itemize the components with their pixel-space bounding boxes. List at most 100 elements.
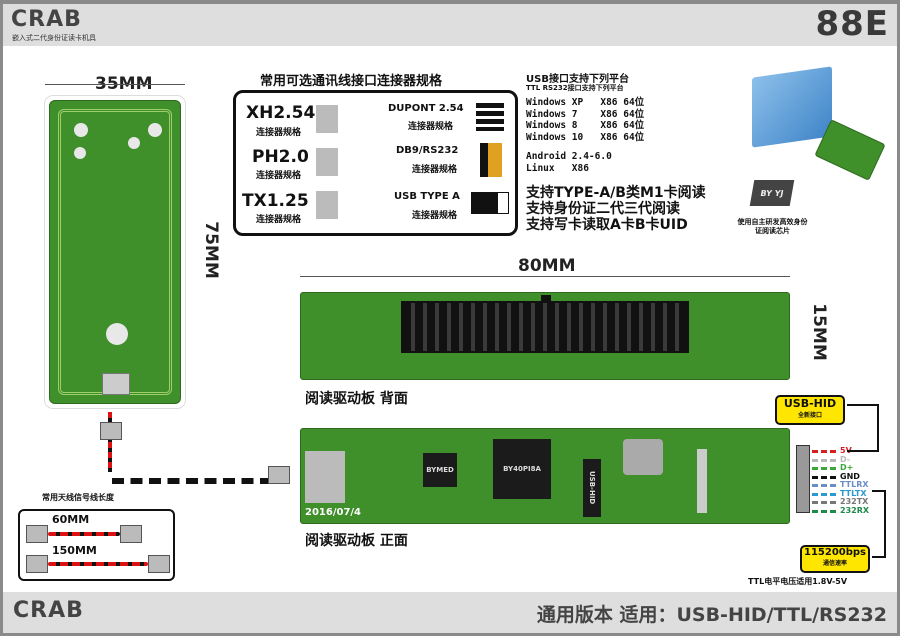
mount-hole [74,147,86,159]
tx-connector-icon [316,191,338,219]
chip-caption: 使用自主研发高效身份证阅读芯片 [737,218,808,235]
antenna-socket [305,451,345,503]
usb-hid-title: USB-HID [783,397,837,410]
output-connector [796,445,810,513]
usb-a-connector-icon [471,192,509,214]
pin-wire [812,450,836,453]
brand-logo: CRAB [11,7,82,32]
cable-length-60: 60MM [52,513,90,526]
board-front-label: 阅读驱动板 正面 [305,533,408,549]
platforms-subtitle: TTL RS232接口支持下列平台 [526,84,624,92]
antenna-card [45,96,185,408]
pin-label: 5V [840,446,852,455]
crystal [623,439,663,475]
wire-plug [268,466,290,484]
baud-badge: 115200bps 通信速率 [800,545,870,573]
feature-item: 支持身份证二代三代阅读 [526,201,680,217]
cable-length-150: 150MM [52,544,97,557]
cable-60 [48,532,120,536]
connector-db9: DB9/RS232 [396,145,459,156]
fpc-connector [697,449,707,513]
antenna-cables-box: 60MM 150MM [18,509,175,581]
connector-caption: 连接器规格 [412,211,458,221]
platform-item: Windows 7 X86 64位 [526,108,645,120]
pin-wire [812,475,836,479]
pin-wire [812,484,836,487]
antenna-cable-dashed [112,478,272,484]
pin-label: D+ [840,463,854,472]
antenna-connector [102,373,130,395]
model-number: 88E [815,4,889,44]
connectors-box: XH2.54 连接器规格 PH2.0 连接器规格 TX1.25 连接器规格 DU… [233,90,518,236]
pin-wire [812,501,836,504]
connector-caption: 连接器规格 [256,128,302,138]
usb-hid-arrow [847,404,879,452]
connector-ph20: PH2.0 [252,147,309,167]
pin-label: TTLTX [840,488,867,498]
pin-wire [812,467,836,470]
board-width-label: 80MM [518,256,576,276]
pin-wire [812,492,836,496]
pin-label: TTLRX [840,480,869,489]
cable-plug [26,525,48,543]
platform-item: Windows 8 X86 64位 [526,120,645,131]
connector-caption: 连接器规格 [408,122,454,132]
connector-usb-a: USB TYPE A [394,191,460,202]
antenna-pcb [49,100,181,404]
baud-title: 115200bps [803,547,867,558]
wire-plug [100,422,122,440]
board-front: BYMED BY40PI8A USB-HID 2016/07/4 [300,428,790,524]
xh-connector-icon [316,105,338,133]
cable-plug [26,555,48,573]
cable-plug [120,525,142,543]
mount-hole [74,123,88,137]
usb-hid-chip: USB-HID [583,459,601,517]
board-width-line [300,276,790,277]
reader-device-photo [752,66,832,148]
usb-hid-subtitle: 全新接口 [797,412,822,419]
antenna-cables-title: 常用天线信号线长度 [42,493,114,502]
platforms-title: USB接口支持下列平台 [526,74,629,85]
ttl-note: TTL电平电压适用1.8V-5V [748,577,848,586]
pin-header [401,301,689,353]
mount-hole [148,123,162,137]
header: CRAB 嵌入式二代身份证读卡机具 88E [3,4,897,46]
connector-caption: 连接器规格 [256,171,302,181]
mount-hole [106,323,128,345]
brand-subtitle: 嵌入式二代身份证读卡机具 [12,34,96,42]
cable-150 [48,562,148,566]
feature-item: 支持写卡读取A卡B卡UID [526,217,688,233]
connectors-title: 常用可选通讯线接口连接器规格 [260,74,443,89]
footer-text: 通用版本 适用：USB-HID/TTL/RS232 [536,604,887,626]
chip-photo: BY YJ [749,180,795,206]
card-height-label: 75MM [200,221,221,279]
platform-item: Linux X86 [526,162,589,174]
baud-subtitle: 通信速率 [822,560,847,567]
pin-label: GND [840,471,860,481]
connector-xh254: XH2.54 [246,103,316,123]
dupont-connector-icon [476,103,504,131]
mount-hole [128,137,140,149]
cable-plug [148,555,170,573]
board-back-label: 阅读驱动板 背面 [305,391,408,407]
pin-label: D- [840,454,851,464]
db9-connector-icon [480,143,502,177]
pin-label: 232RX [840,505,870,515]
header-key [541,295,551,303]
usb-hid-badge: USB-HID 全新接口 [775,395,845,425]
connector-dupont: DUPONT 2.54 [388,103,464,114]
chip-main: BY40PI8A [493,439,551,499]
feature-item: 支持TYPE-A/B类M1卡阅读 [526,185,706,201]
feature-list: 支持TYPE-A/B类M1卡阅读支持身份证二代三代阅读支持写卡读取A卡B卡UID [526,185,706,233]
pin-wire [812,509,836,513]
pin-label: 232TX [840,497,869,506]
platform-item: Windows XP X86 64位 [526,97,645,108]
footer-brand: CRAB [13,598,84,623]
card-width-line [45,84,185,85]
connector-caption: 连接器规格 [412,165,458,175]
board-back [300,292,790,380]
ph-connector-icon [316,148,338,176]
antenna-wire [108,412,112,472]
